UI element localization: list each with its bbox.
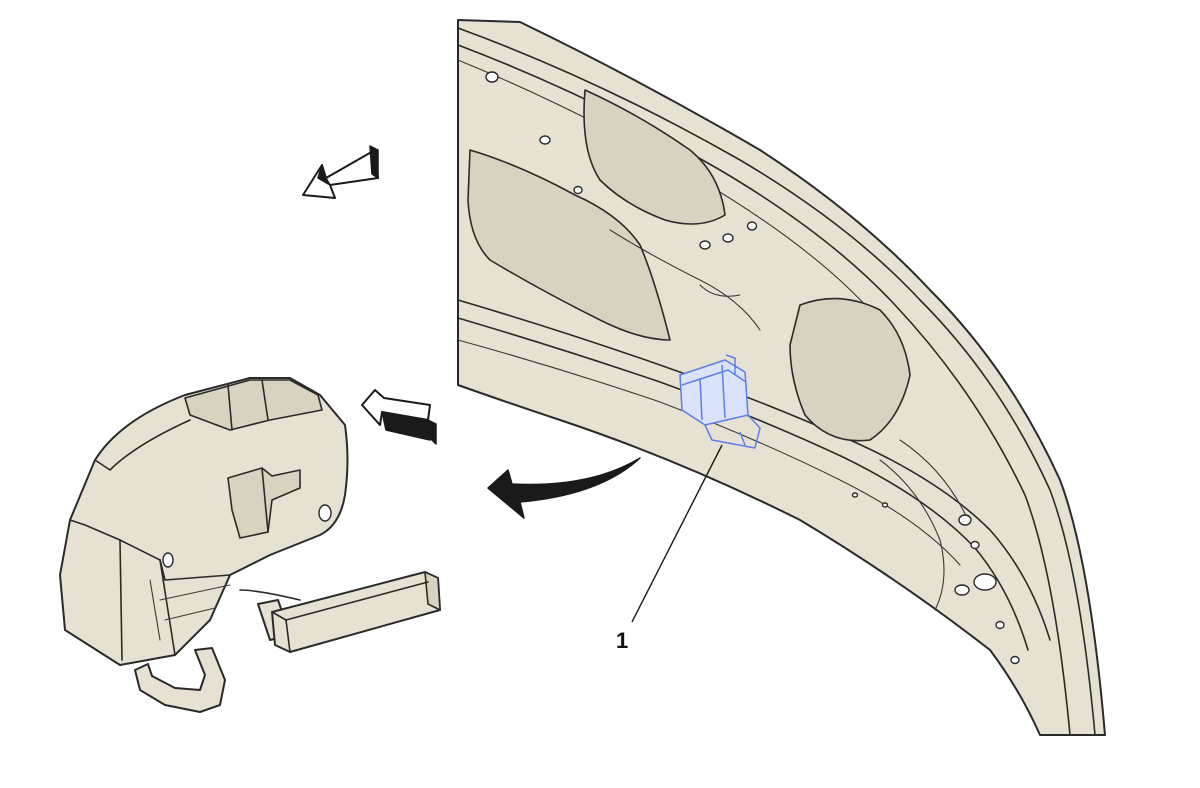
hood-panel-body	[457, 19, 1106, 736]
latch-release-hook	[134, 647, 226, 713]
latch-top-cap	[184, 379, 323, 431]
callout-label-1: 1	[616, 628, 628, 653]
hood-panel	[457, 19, 1106, 736]
latch-assembly	[59, 377, 349, 713]
hood-recess-left	[467, 149, 671, 341]
arrow-middle	[361, 389, 437, 445]
hood-hole	[485, 71, 499, 83]
latch-housing	[59, 377, 349, 666]
hood-recess-center	[583, 89, 726, 225]
latch-striker-notch	[227, 467, 301, 539]
hood-outer-flange	[457, 27, 1096, 736]
arrow-curved-rotate	[487, 457, 641, 519]
latch-mount-hole	[318, 504, 332, 522]
latch-location-highlight	[679, 354, 761, 449]
arrow-upper-left	[302, 145, 379, 199]
latch-connector-plug	[271, 571, 441, 653]
hood-recess-right	[789, 297, 911, 442]
callout-leader	[631, 444, 723, 623]
